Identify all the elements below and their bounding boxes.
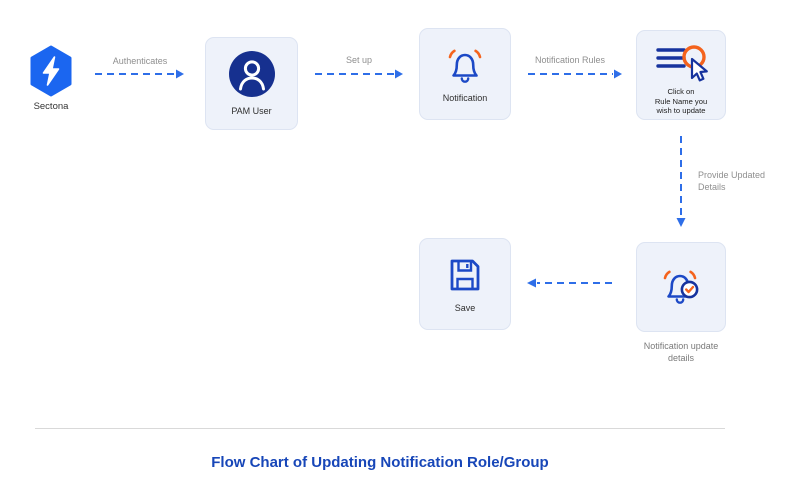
pam-user-icon bbox=[228, 51, 275, 97]
arrowhead-right-icon bbox=[395, 69, 403, 79]
click-rule-line3: wish to update bbox=[656, 106, 706, 116]
notification-update-line1: Notification update bbox=[643, 341, 719, 351]
edge-save-arrow bbox=[527, 278, 612, 288]
rule-list-cursor-icon bbox=[656, 45, 708, 82]
arrowhead-left-icon bbox=[527, 278, 536, 288]
pam-user-label: PAM User bbox=[231, 106, 272, 116]
node-sectona: Sectona bbox=[21, 45, 81, 112]
edge-authenticates-arrow bbox=[95, 69, 184, 79]
notification-update-line2: details bbox=[667, 353, 694, 363]
edge-label-notification-rules: Notification Rules bbox=[534, 55, 606, 65]
node-notification-update bbox=[636, 242, 726, 332]
save-floppy-icon bbox=[450, 259, 480, 291]
notification-update-caption: Notification update details bbox=[626, 340, 736, 364]
notification-bell-icon bbox=[448, 49, 482, 83]
click-rule-text: Click on Rule Name you wish to update bbox=[655, 87, 707, 116]
sectona-logo-icon bbox=[30, 45, 72, 97]
edge-label-setup: Set up bbox=[345, 55, 373, 65]
arrowhead-right-icon bbox=[614, 69, 622, 79]
sectona-label: Sectona bbox=[33, 101, 69, 112]
footer-divider bbox=[35, 428, 725, 429]
node-pam-user: PAM User bbox=[205, 37, 298, 130]
provide-updated-line1: Provide Updated bbox=[698, 170, 766, 180]
click-rule-line2: Rule Name you bbox=[654, 96, 708, 106]
edge-notification-rules-arrow bbox=[528, 69, 622, 79]
notification-update-bell-icon bbox=[663, 270, 699, 304]
node-click-rule: Click on Rule Name you wish to update bbox=[636, 30, 726, 120]
save-label: Save bbox=[454, 303, 476, 313]
click-rule-line1: Click on bbox=[667, 87, 695, 96]
provide-updated-line2: Details bbox=[698, 182, 726, 192]
edge-provide-updated-arrow bbox=[676, 136, 686, 227]
arrowhead-right-icon bbox=[176, 69, 184, 79]
edge-label-authenticates: Authenticates bbox=[112, 56, 168, 66]
arrowhead-down-icon bbox=[676, 218, 686, 227]
edge-label-provide-updated: Provide Updated Details bbox=[698, 169, 778, 193]
node-notification: Notification bbox=[419, 28, 511, 120]
notification-label: Notification bbox=[442, 93, 488, 103]
edge-setup-arrow bbox=[315, 69, 403, 79]
page-title: Flow Chart of Updating Notification Role… bbox=[211, 454, 549, 471]
node-save: Save bbox=[419, 238, 511, 330]
